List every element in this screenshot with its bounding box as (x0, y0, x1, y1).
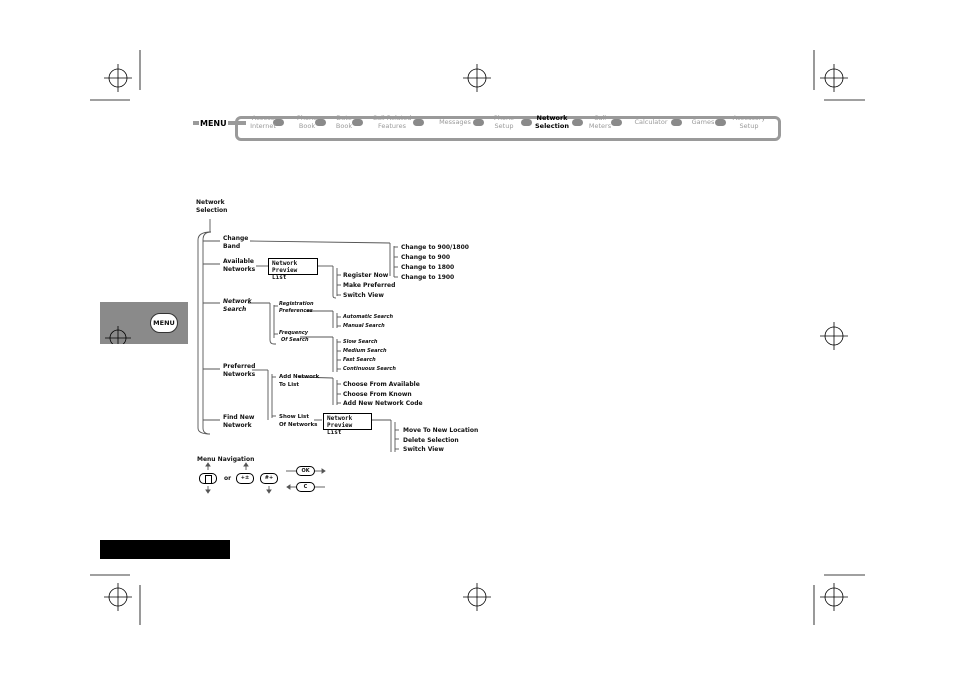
list-item: Change to 1800 (401, 264, 455, 271)
nav-hash-key: #+ (260, 473, 278, 484)
menu-label: MENU (200, 119, 227, 128)
list-item: Move To New Location (403, 427, 479, 434)
menu-key-label: MENU (153, 319, 175, 327)
nav-legend-title: Menu Navigation (197, 456, 255, 463)
show-list-options: Move To New Location Delete Selection Sw… (403, 426, 478, 455)
nav-up-down-key (199, 473, 217, 484)
menu-connector (352, 119, 363, 126)
list-item: Make Preferred (343, 282, 396, 289)
ok-key: OK (296, 466, 315, 476)
menu-item-messages[interactable]: Messages (439, 118, 471, 126)
menu-connector (413, 119, 424, 126)
nav-legend-arrows (205, 462, 326, 494)
list-item: Choose From Known (343, 390, 412, 398)
list-item: Add New Network Code (343, 400, 423, 407)
menu-bar-stub (193, 121, 199, 125)
list-item: Delete Selection (403, 436, 459, 444)
available-networks-options: Register Now Make Preferred Switch View (343, 271, 395, 301)
list-item: Fast Search (343, 357, 376, 363)
list-item: Change to 900 (401, 254, 451, 261)
list-item: Switch View (343, 292, 384, 299)
nav-or-label: or (224, 475, 232, 482)
menu-bar (235, 116, 781, 141)
list-item: Medium Search (343, 348, 387, 354)
menu-item-calculator[interactable]: Calculator (634, 118, 668, 126)
menu-item-games[interactable]: Games (691, 118, 715, 126)
add-network-options: Choose From Available Choose From Known … (343, 380, 423, 409)
menu-connector (715, 119, 726, 126)
registration-options: Automatic Search Manual Search (343, 313, 393, 331)
clear-key: C (296, 482, 315, 492)
list-item: Switch View (403, 446, 444, 453)
menu-key-icon (150, 313, 178, 333)
footer-bar (100, 540, 230, 559)
menu-connector (473, 119, 484, 126)
menu-connector (671, 119, 682, 126)
menu-connector (611, 119, 622, 126)
list-item: Automatic Search (343, 314, 394, 320)
side-tab-crosshair (105, 326, 131, 344)
list-item: Register Now (343, 272, 389, 279)
list-item: Continuous Search (343, 366, 396, 372)
menu-connector (521, 119, 532, 126)
list-item: Slow Search (343, 339, 378, 345)
change-band-options: Change to 900/1800 Change to 900 Change … (401, 243, 469, 283)
list-item: Choose From Available (343, 381, 420, 388)
frequency-options: Slow Search Medium Search Fast Search Co… (343, 338, 396, 374)
menu-connector (572, 119, 583, 126)
menu-connector (315, 119, 326, 126)
list-item: Change to 900/1800 (401, 244, 469, 251)
nav-plus-key: +± (236, 473, 254, 484)
menu-connector (273, 119, 284, 126)
list-item: Manual Search (343, 323, 385, 329)
menu-bar-stub (228, 121, 246, 125)
list-item: Change to 1900 (401, 274, 455, 281)
